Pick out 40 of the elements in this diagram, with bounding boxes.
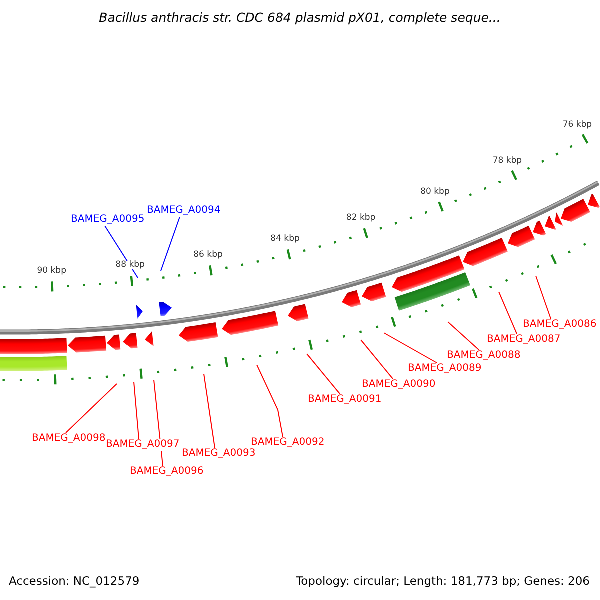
gene-label: BAMEG_A0090	[362, 379, 436, 391]
accession-text: Accession: NC_012579	[9, 575, 140, 587]
scale-label: 76 kbp	[562, 121, 592, 130]
leader-line	[384, 332, 438, 364]
scale-label: 88 kbp	[116, 261, 145, 270]
scale-label: 82 kbp	[346, 214, 376, 222]
leader-line	[134, 382, 140, 440]
gene-label: BAMEG_A0087	[487, 334, 561, 346]
leader-line	[536, 276, 552, 320]
scale-label: 78 kbp	[492, 156, 522, 165]
summary-text: Topology: circular; Length: 181,773 bp; Genes: 206	[296, 575, 590, 587]
scale-label: 80 kbp	[420, 188, 450, 196]
gene-bar	[394, 272, 471, 311]
gene-bar	[0, 338, 68, 354]
scale-label: 86 kbp	[194, 250, 223, 259]
gene-label: BAMEG_A0093	[182, 448, 256, 460]
gene-label: BAMEG_A0092	[251, 437, 325, 449]
leader-line	[104, 226, 138, 278]
leader-line	[256, 364, 284, 438]
gene-label: BAMEG_A0096	[130, 466, 204, 478]
leader-line	[498, 292, 518, 334]
leader-line	[204, 374, 216, 448]
scale-label: 84 kbp	[270, 235, 300, 244]
gene-label: BAMEG_A0091	[308, 394, 382, 406]
leader-line	[160, 216, 180, 272]
leader-line	[66, 384, 118, 434]
map-title: Bacillus anthracis str. CDC 684 plasmid pX01, complete seque...	[98, 10, 502, 26]
gene-bar	[0, 356, 68, 372]
gene-label: BAMEG_A0098	[32, 433, 106, 445]
gene-label: BAMEG_A0086	[523, 319, 597, 331]
gene-label: BAMEG_A0095	[71, 214, 145, 226]
leader-line	[154, 380, 164, 466]
gene-label: BAMEG_A0089	[408, 363, 482, 375]
leader-line	[448, 322, 480, 350]
scale-label: 90 kbp	[37, 266, 66, 275]
gene-label: BAMEG_A0088	[447, 350, 521, 362]
leader-line	[360, 340, 394, 380]
gene-label: BAMEG_A0097	[106, 439, 180, 451]
gene-label: BAMEG_A0094	[147, 205, 221, 217]
leader-line	[306, 354, 340, 394]
